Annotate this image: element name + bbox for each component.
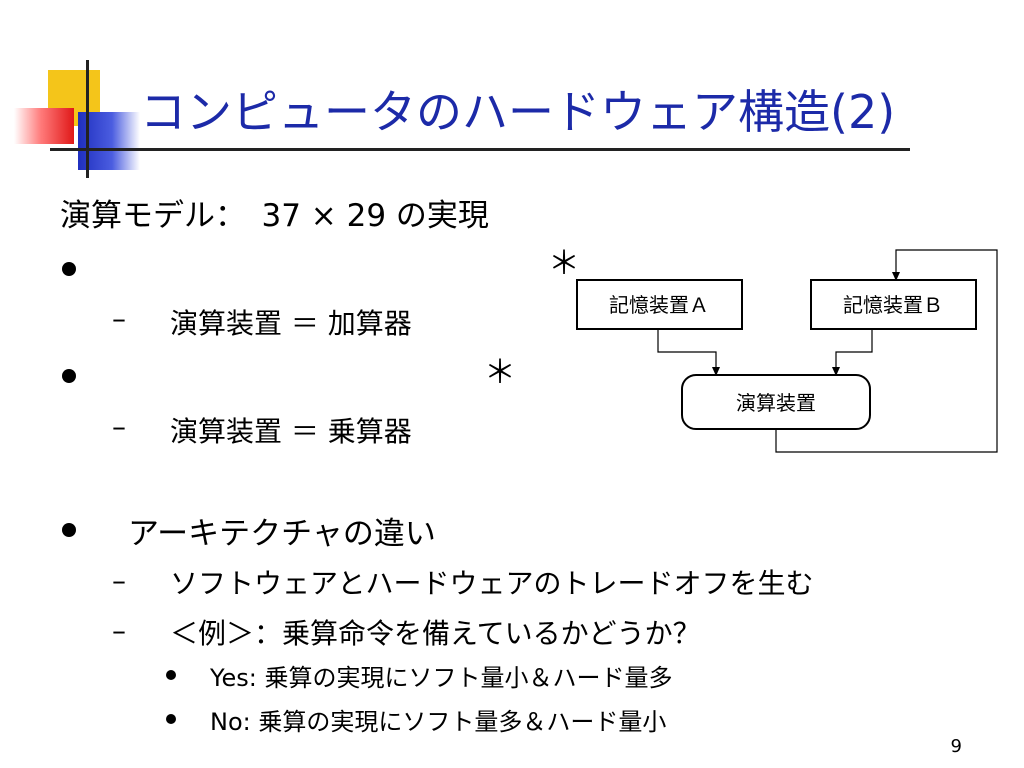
page-number: 9 (950, 736, 962, 757)
section3-subsub1: Yes: 乗算の実現にソフト量小＆ハード量多 (210, 664, 673, 692)
model-heading: 演算モデル： 37 × 29 の実現 (60, 198, 489, 234)
section3-bullet: アーキテクチャの違い (128, 516, 436, 552)
bullet-small-1 (166, 670, 176, 680)
dash-3: – (112, 564, 126, 597)
dash-2: – (112, 410, 126, 443)
bullet-3 (62, 523, 76, 537)
dash-1: – (112, 302, 126, 335)
title-decoration-vertical-line (86, 60, 89, 178)
section3-sub1: ソフトウェアとハードウェアのトレードオフを生む (170, 567, 814, 600)
memory-b-label: 記憶装置Ｂ (843, 293, 943, 317)
title-underline (50, 148, 910, 151)
arrow-alu-feedback-to-memory-b (775, 249, 998, 453)
section3-subsub2: No: 乗算の実現にソフト量多＆ハード量小 (210, 708, 667, 736)
section1-sub: 演算装置 ＝ 加算器 (170, 307, 412, 340)
memory-a-label: 記憶装置Ａ (609, 293, 709, 317)
bullet-small-2 (166, 714, 176, 724)
section2-sub: 演算装置 ＝ 乗算器 (170, 415, 412, 448)
bullet-1 (62, 262, 76, 276)
asterisk-1: ＊ (548, 244, 581, 282)
arrow-memory-a-to-alu (657, 329, 720, 376)
hardware-diagram: 記憶装置Ａ 記憶装置Ｂ 演算装置 (576, 249, 998, 453)
memory-a-box (576, 279, 743, 330)
memory-b-box (810, 279, 977, 330)
title-decoration-red (14, 108, 74, 144)
section3-sub2: ＜例＞：乗算命令を備えているかどうか？ (170, 617, 701, 650)
bullet-2 (62, 369, 76, 383)
arrow-memory-b-to-alu (832, 329, 873, 376)
dash-4: – (112, 614, 126, 647)
alu-label: 演算装置 (736, 391, 816, 415)
slide-title: コンピュータのハードウェア構造(2) (140, 85, 896, 139)
asterisk-2: ＊ (484, 353, 517, 391)
